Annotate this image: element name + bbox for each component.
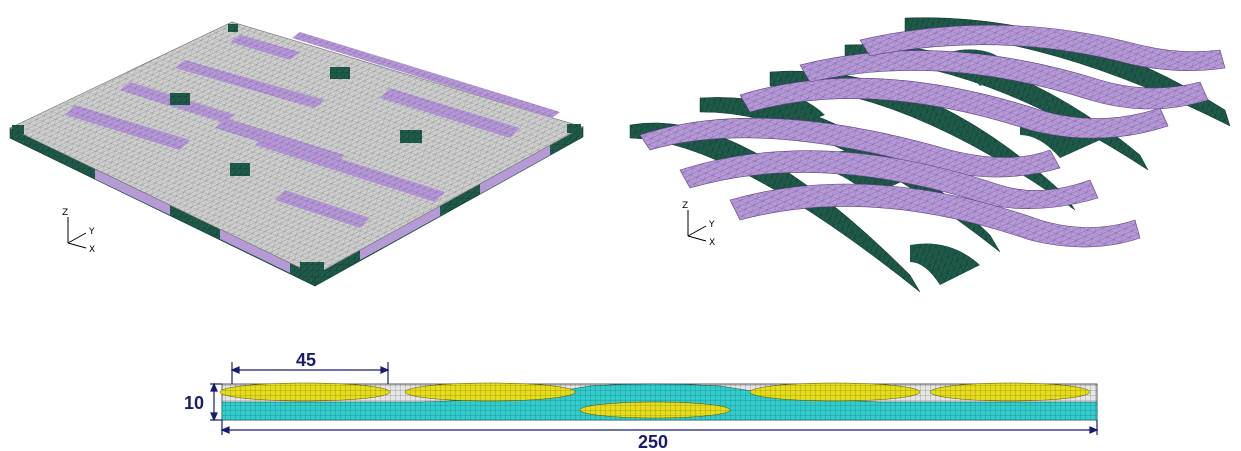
- weft-patch: [170, 93, 190, 105]
- weft-patch: [567, 124, 581, 133]
- warp-stripe: [255, 135, 445, 202]
- dimension-label-total-length: 250: [638, 432, 668, 450]
- dimension-yarn-width: [230, 362, 390, 384]
- section-weft-yarn: [219, 382, 391, 402]
- axis-label-y: Y: [88, 227, 95, 237]
- composite-block-svg: Z Y X: [9, 21, 584, 287]
- dimension-label-thickness: 10: [184, 393, 204, 413]
- weft-patch: [228, 24, 238, 32]
- warp-yarn: [639, 117, 1061, 178]
- dimension-thickness: [210, 382, 222, 422]
- dimension-total-length: [220, 420, 1099, 435]
- weft-patch: [12, 125, 24, 134]
- axis-label-z: Z: [62, 208, 68, 218]
- section-weft-yarn: [749, 382, 921, 402]
- woven-fabric-svg: Z Y X: [629, 17, 1231, 293]
- warp-yarn: [799, 50, 1209, 110]
- side-warp-band: [360, 206, 440, 260]
- warp-yarn: [729, 183, 1141, 248]
- warp-stripe: [230, 35, 300, 60]
- warp-stripe: [275, 190, 370, 228]
- axis-label-z: Z: [682, 201, 688, 211]
- woven-fabric-view: Z Y X: [620, 0, 1241, 300]
- axis-label-y: Y: [708, 220, 715, 230]
- section-weft-yarn: [579, 401, 731, 419]
- weft-patch: [300, 262, 324, 276]
- side-warp-band: [95, 169, 170, 215]
- warp-stripe: [380, 88, 520, 138]
- axis-triad: Z Y X: [682, 201, 715, 248]
- warp-stripe: [65, 105, 190, 150]
- weft-patch: [400, 130, 422, 143]
- dimension-label-yarn-width: 45: [296, 350, 316, 370]
- axis-label-x: X: [89, 245, 95, 255]
- warp-stripe: [175, 60, 325, 108]
- cross-section-svg: 45 10 250: [184, 350, 1099, 450]
- section-weft-yarn: [404, 382, 576, 402]
- weft-patch: [330, 67, 350, 79]
- warp-yarn: [859, 24, 1226, 72]
- warp-stripe: [292, 32, 560, 118]
- warp-yarn: [679, 150, 1099, 210]
- weft-crossover: [910, 243, 980, 285]
- axis-label-x: X: [709, 238, 715, 248]
- warp-yarn: [739, 77, 1169, 139]
- cross-section-view: 45 10 250: [180, 340, 1120, 450]
- axis-triad: Z Y X: [62, 208, 95, 255]
- side-warp-band: [220, 229, 290, 273]
- warp-yarns: [639, 24, 1226, 248]
- weft-patch: [230, 163, 250, 176]
- side-warp-band: [480, 145, 550, 194]
- composite-block-view: Z Y X: [0, 0, 600, 300]
- section-weft-yarn: [929, 382, 1091, 402]
